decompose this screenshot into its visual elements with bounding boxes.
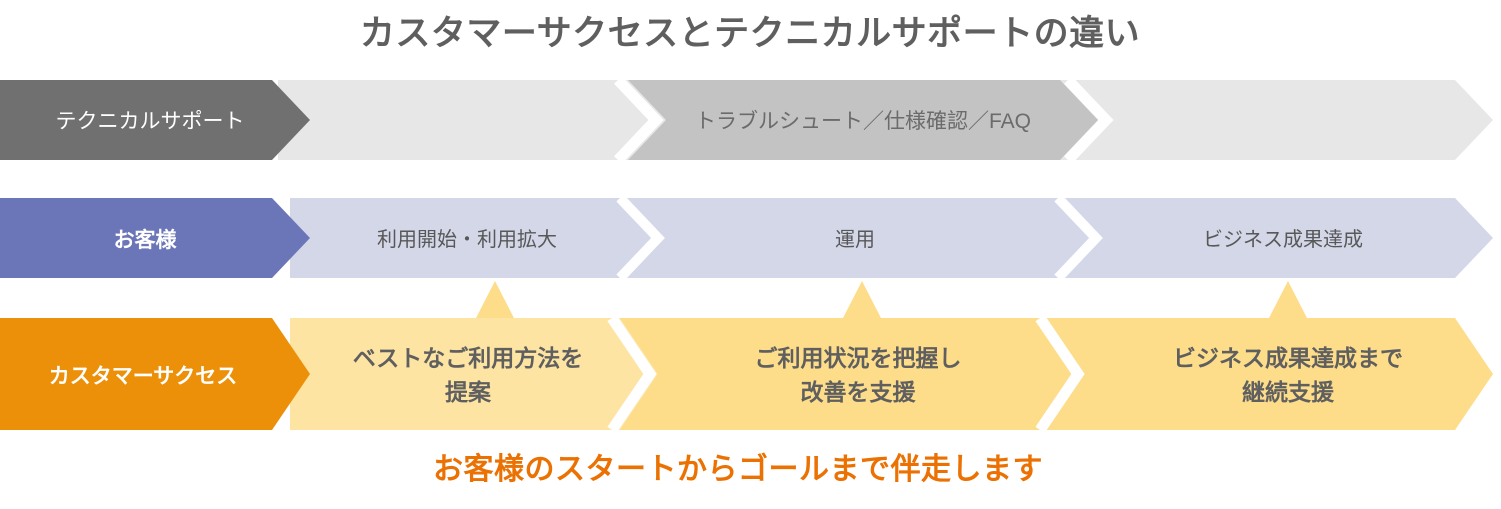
cu-row-label-text: お客様: [114, 228, 178, 252]
cs-separator-2: [1035, 314, 1085, 434]
diagram-footer: お客様のスタートからゴールまで伴走します: [433, 452, 1043, 486]
cs-stage-1-label-line2: 提案: [445, 379, 492, 405]
ts-row-label-text: テクニカルサポート: [56, 110, 245, 133]
cu-separator-2: [1054, 194, 1103, 282]
diagram-title: カスタマーサクセスとテクニカルサポートの違い: [360, 13, 1140, 53]
cu-stage-3-label: ビジネス成果達成: [1203, 228, 1363, 251]
ts-separator-2: [1064, 76, 1114, 164]
cs-stage-3-label-line1: ビジネス成果達成まで: [1173, 345, 1403, 371]
row-customer-success: カスタマーサクセス ベストなご利用方法を 提案 ご利用状況を把握し 改善を支援 …: [0, 314, 1493, 434]
cs-row-label-text: カスタマーサクセス: [49, 365, 238, 388]
cs-stage-2-label-line1: ご利用状況を把握し: [755, 345, 962, 371]
ts-separator-1: [614, 76, 664, 164]
cs-stage-1-chevron[interactable]: [290, 318, 658, 430]
cu-separator-1: [616, 194, 665, 282]
ts-stage-2-label: トラブルシュート／仕様確認／FAQ: [695, 110, 1031, 133]
connector-triangle-1: [476, 281, 514, 318]
connector-triangle-3: [1269, 281, 1307, 318]
cu-stage-2-label: 運用: [835, 229, 875, 251]
row-technical-support: テクニカルサポート トラブルシュート／仕様確認／FAQ: [0, 76, 1493, 164]
connector-triangle-2: [843, 281, 881, 318]
ts-row-label-shape[interactable]: [0, 80, 310, 160]
cu-background-band: [290, 198, 1493, 278]
cs-stage-3-label-line2: 継続支援: [1242, 379, 1335, 405]
cs-stage-2-label-line2: 改善を支援: [801, 379, 917, 405]
cs-separator-1: [607, 314, 657, 434]
cs-row-label-shape[interactable]: [0, 318, 310, 430]
ts-stage-2-chevron[interactable]: [628, 80, 1098, 160]
cu-stage-1-label: 利用開始・利用拡大: [377, 228, 557, 251]
connector-triangles: [476, 281, 1307, 318]
cs-stage-1-label-line1: ベストなご利用方法を: [353, 345, 583, 371]
cu-row-label-shape[interactable]: [0, 198, 310, 278]
row-customer: お客様 利用開始・利用拡大 運用 ビジネス成果達成: [0, 194, 1493, 282]
